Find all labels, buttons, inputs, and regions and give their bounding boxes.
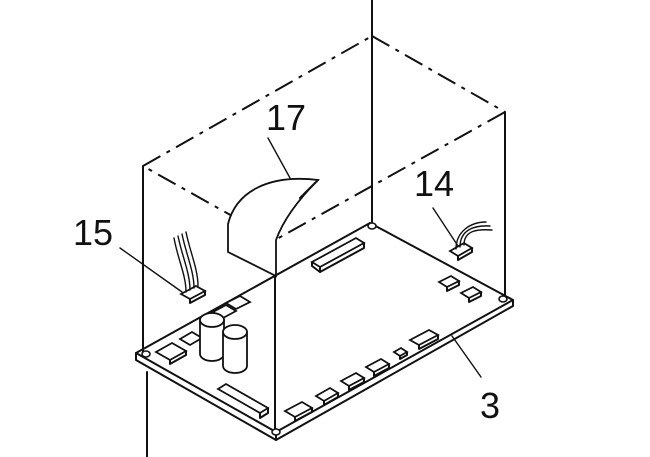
mount-hole [498,295,508,303]
leader-line-14 [432,207,459,247]
connector-bottom [216,382,270,415]
mount-hole [141,350,151,358]
mount-hole [271,428,281,436]
capacitor [199,312,225,362]
chip [408,328,440,347]
leader-line-17 [267,137,291,179]
chip [459,285,483,300]
board-components [154,236,483,422]
chip [178,330,204,347]
connector-14 [448,221,493,261]
leader-line-3 [451,335,482,378]
enclosure-outline [142,35,506,435]
chip [392,346,409,358]
chip [437,274,461,289]
circuit-board [135,222,514,441]
callout-3: 3 [480,385,500,426]
capacitor [222,324,248,374]
callout-15: 15 [73,212,113,253]
chip [224,294,252,311]
connector-15 [173,231,207,304]
leader-line-15 [119,247,183,293]
callout-14: 14 [414,163,454,204]
mount-hole [367,222,377,230]
curved-sheet [227,178,320,278]
callout-17: 17 [266,97,306,138]
